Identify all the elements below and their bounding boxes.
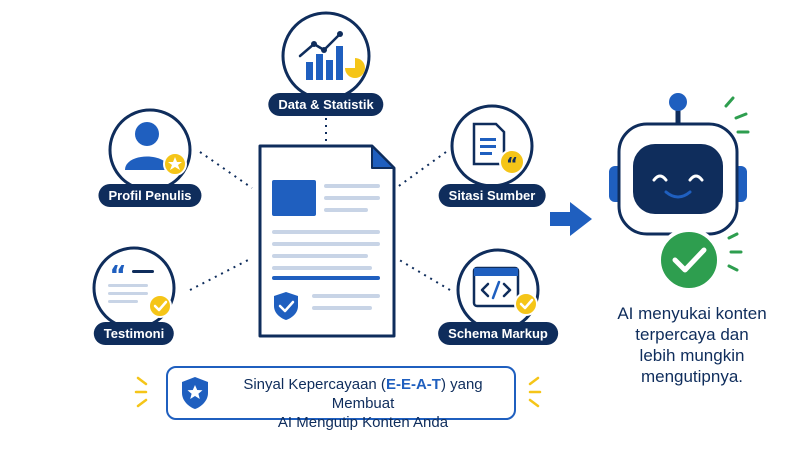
- caption-line-1-prefix: Sinyal Kepercayaan (: [243, 376, 386, 393]
- ai-message-line: mengutipnya.: [640, 367, 744, 386]
- check-badge-icon: [148, 294, 172, 318]
- connectors: [189, 118, 451, 291]
- ai-message-line: terpercaya dan: [635, 325, 749, 344]
- author-profile-node: [108, 108, 192, 192]
- ai-message-line: AI menyukai konten: [617, 304, 767, 323]
- shield-check-icon: [274, 292, 298, 320]
- document-icon: [258, 144, 396, 338]
- source-citation-node: “: [450, 104, 534, 188]
- label-data-statistics: Data & Statistik: [268, 93, 384, 116]
- connector-profile: [199, 151, 253, 189]
- label-source-citation: Sitasi Sumber: [438, 184, 546, 207]
- ai-message-line: lebih mungkin: [639, 346, 745, 365]
- label-testimonial: Testimoni: [93, 322, 175, 345]
- user-icon: [125, 122, 169, 170]
- caption-sparks: [134, 376, 542, 408]
- robot-icon: [609, 93, 750, 236]
- caption-line-1-suffix: ) yang Membuat: [331, 376, 483, 412]
- data-statistics-node: [281, 11, 371, 101]
- quote-icon: “: [499, 149, 525, 175]
- caption-box: Sinyal Kepercayaan (E-E-A-T) yang Membua…: [166, 366, 516, 431]
- svg-text:“: “: [506, 154, 518, 175]
- connector-citation: [395, 151, 447, 189]
- star-badge-icon: [163, 152, 187, 176]
- svg-text:“: “: [109, 261, 126, 291]
- caption-text: Sinyal Kepercayaan (E-E-A-T) yang Membua…: [218, 375, 508, 432]
- connector-testimony: [189, 257, 253, 291]
- caption-eeat: E-E-A-T: [385, 376, 441, 393]
- label-author-profile: Profil Penulis: [98, 184, 202, 207]
- ai-message: AI menyukai konten terpercaya dan lebih …: [598, 303, 786, 387]
- schema-markup-node: [456, 248, 540, 332]
- check-circle-icon: [657, 228, 743, 292]
- caption-line-1: Sinyal Kepercayaan (E-E-A-T) yang Membua…: [218, 375, 508, 413]
- caption-line-2: AI Mengutip Konten Anda: [277, 414, 449, 431]
- testimonial-node: “: [92, 246, 176, 330]
- arrow-right-icon: [550, 202, 592, 236]
- code-window-icon: [472, 266, 520, 308]
- check-badge-icon: [514, 292, 538, 316]
- label-schema-markup: Schema Markup: [438, 322, 558, 345]
- shield-star-icon: [182, 377, 208, 409]
- connector-schema: [395, 257, 451, 291]
- chart-icon: [298, 31, 365, 80]
